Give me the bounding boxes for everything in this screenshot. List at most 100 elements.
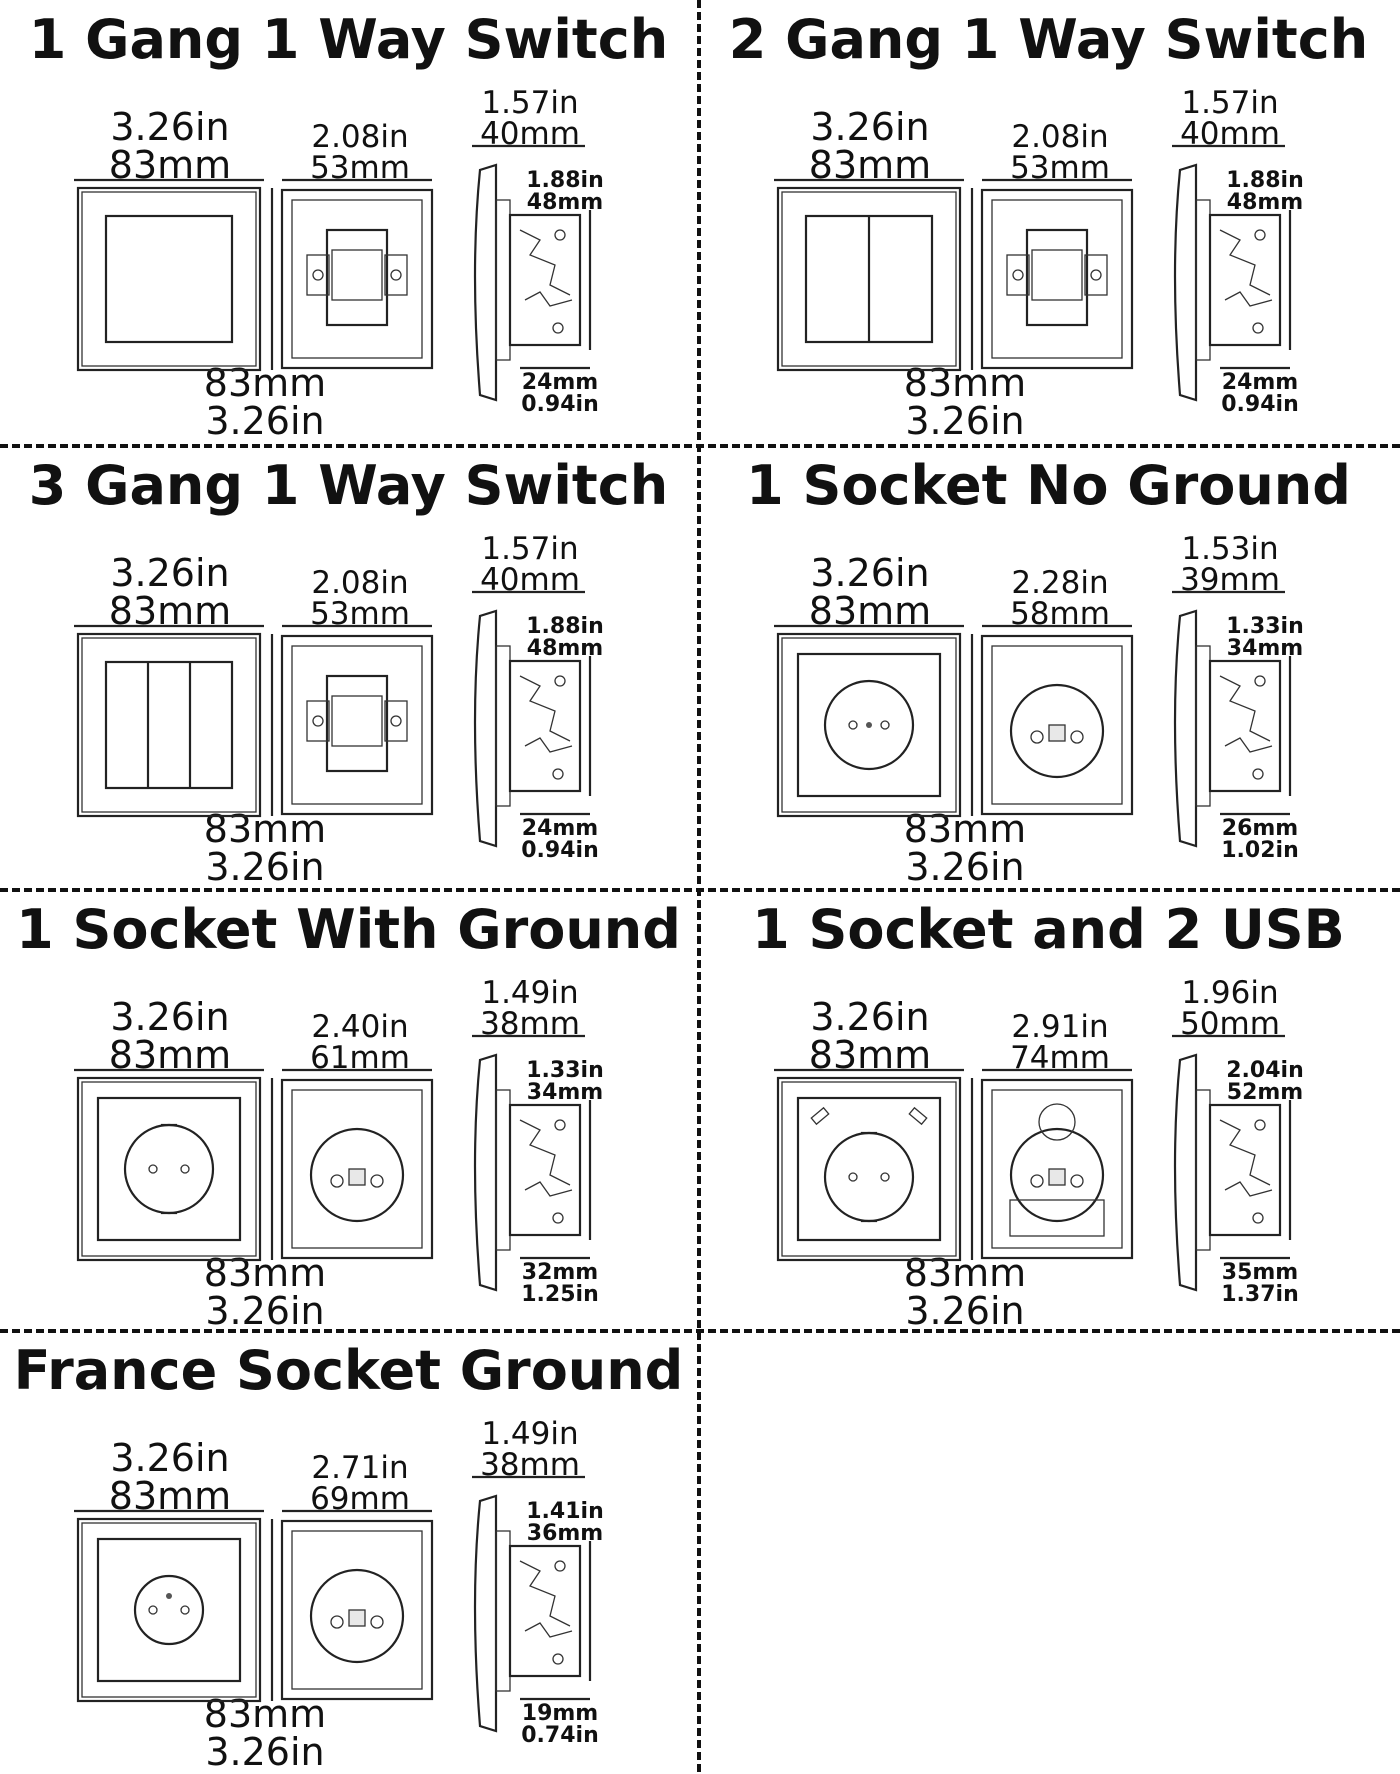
body-mm-label: 52mm	[1226, 1080, 1304, 1105]
width-in-label: 3.26in	[110, 105, 230, 149]
module-mm-label: 69mm	[310, 1481, 410, 1517]
module-mm-label: 58mm	[1010, 596, 1110, 632]
product-title: 3 Gang 1 Way Switch	[28, 454, 669, 517]
body-mm-label: 48mm	[526, 190, 604, 215]
height-in-label: 3.26in	[205, 845, 325, 889]
front-view	[76, 1076, 262, 1262]
body-in-label: 1.88in	[526, 614, 604, 639]
width-mm-label: 83mm	[108, 1033, 232, 1077]
body-in-label: 1.88in	[526, 168, 604, 193]
back-view	[280, 1519, 434, 1701]
width-mm-label: 83mm	[808, 1033, 932, 1077]
height-in-label: 3.26in	[905, 399, 1025, 443]
module-in-label: 2.40in	[311, 1009, 409, 1045]
depth-in-label: 1.49in	[481, 975, 579, 1011]
plate-in-label: 0.94in	[521, 392, 599, 417]
side-view	[1173, 609, 1282, 848]
plate-in-label: 1.25in	[521, 1282, 599, 1307]
product-title: 1 Socket No Ground	[746, 454, 1351, 517]
product-drawing	[774, 590, 1292, 848]
product-title: 2 Gang 1 Way Switch	[728, 8, 1369, 71]
plate-in-label: 0.94in	[521, 838, 599, 863]
depth-in-label: 1.57in	[481, 85, 579, 121]
module-mm-label: 61mm	[310, 1040, 410, 1076]
plate-mm-label: 19mm	[521, 1701, 599, 1726]
side-view	[473, 163, 582, 402]
body-mm-label: 36mm	[526, 1521, 604, 1546]
module-in-label: 2.08in	[311, 565, 409, 601]
body-mm-label: 48mm	[1226, 190, 1304, 215]
side-view	[1173, 163, 1282, 402]
front-view	[76, 186, 262, 372]
width-mm-label: 83mm	[108, 143, 232, 187]
module-mm-label: 53mm	[1010, 150, 1110, 186]
body-in-label: 1.88in	[1226, 168, 1304, 193]
width-mm-label: 83mm	[808, 589, 932, 633]
width-in-label: 3.26in	[810, 105, 930, 149]
module-mm-label: 53mm	[310, 150, 410, 186]
product-drawing	[774, 144, 1292, 402]
depth-in-label: 1.53in	[1181, 531, 1279, 567]
plate-mm-label: 26mm	[1221, 816, 1299, 841]
height-in-label: 3.26in	[205, 399, 325, 443]
front-view	[776, 632, 962, 818]
side-view	[473, 1494, 582, 1733]
module-in-label: 2.08in	[311, 119, 409, 155]
side-view	[1173, 1053, 1282, 1292]
body-mm-label: 34mm	[1226, 636, 1304, 661]
depth-mm-label: 38mm	[480, 1006, 580, 1042]
depth-in-label: 1.96in	[1181, 975, 1279, 1011]
product-title: 1 Socket With Ground	[16, 898, 681, 961]
plate-mm-label: 35mm	[1221, 1260, 1299, 1285]
module-in-label: 2.91in	[1011, 1009, 1109, 1045]
back-view	[280, 634, 434, 816]
plate-mm-label: 32mm	[521, 1260, 599, 1285]
width-mm-label: 83mm	[108, 589, 232, 633]
product-title: France Socket Ground	[13, 1339, 684, 1402]
height-in-label: 3.26in	[905, 845, 1025, 889]
product-drawing	[774, 1034, 1292, 1292]
depth-in-label: 1.57in	[1181, 85, 1279, 121]
front-view	[76, 1517, 262, 1703]
plate-in-label: 0.94in	[1221, 392, 1299, 417]
horizontal-divider-2	[0, 888, 1400, 892]
body-in-label: 1.41in	[526, 1499, 604, 1524]
module-in-label: 2.71in	[311, 1450, 409, 1486]
plate-mm-label: 24mm	[1221, 370, 1299, 395]
module-in-label: 2.08in	[1011, 119, 1109, 155]
module-mm-label: 53mm	[310, 596, 410, 632]
height-in-label: 3.26in	[205, 1730, 325, 1774]
body-in-label: 2.04in	[1226, 1058, 1304, 1083]
depth-mm-label: 50mm	[1180, 1006, 1280, 1042]
body-mm-label: 48mm	[526, 636, 604, 661]
depth-mm-label: 40mm	[1180, 116, 1280, 152]
width-in-label: 3.26in	[810, 995, 930, 1039]
